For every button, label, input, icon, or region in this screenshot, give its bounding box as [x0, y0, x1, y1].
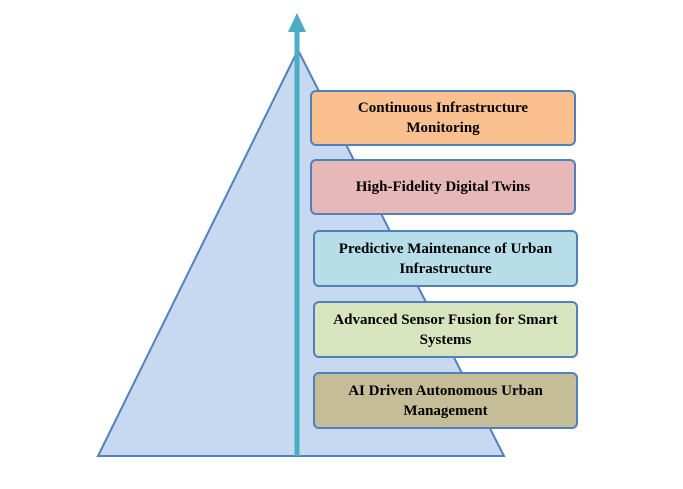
pyramid-level-4-label: Advanced Sensor Fusion for Smart Systems: [333, 311, 558, 348]
pyramid-level-4-box: Advanced Sensor Fusion for Smart Systems: [313, 301, 578, 358]
pyramid-level-3-label: Predictive Maintenance of Urban Infrastr…: [338, 240, 553, 277]
pyramid-level-5-label: AI Driven Autonomous Urban Management: [348, 382, 543, 419]
pyramid-level-1-box: Continuous Infrastructure Monitoring: [310, 90, 576, 146]
pyramid-level-1-label: Continuous Infrastructure Monitoring: [357, 100, 529, 136]
pyramid-level-2-box: High-Fidelity Digital Twins: [310, 159, 576, 215]
pyramid-level-5-box: AI Driven Autonomous Urban Management: [313, 372, 578, 429]
pyramid-level-3-box: Predictive Maintenance of Urban Infrastr…: [313, 230, 578, 287]
growth-arrow-head: [288, 13, 306, 32]
pyramid-level-2-label: High-Fidelity Digital Twins: [355, 179, 531, 195]
